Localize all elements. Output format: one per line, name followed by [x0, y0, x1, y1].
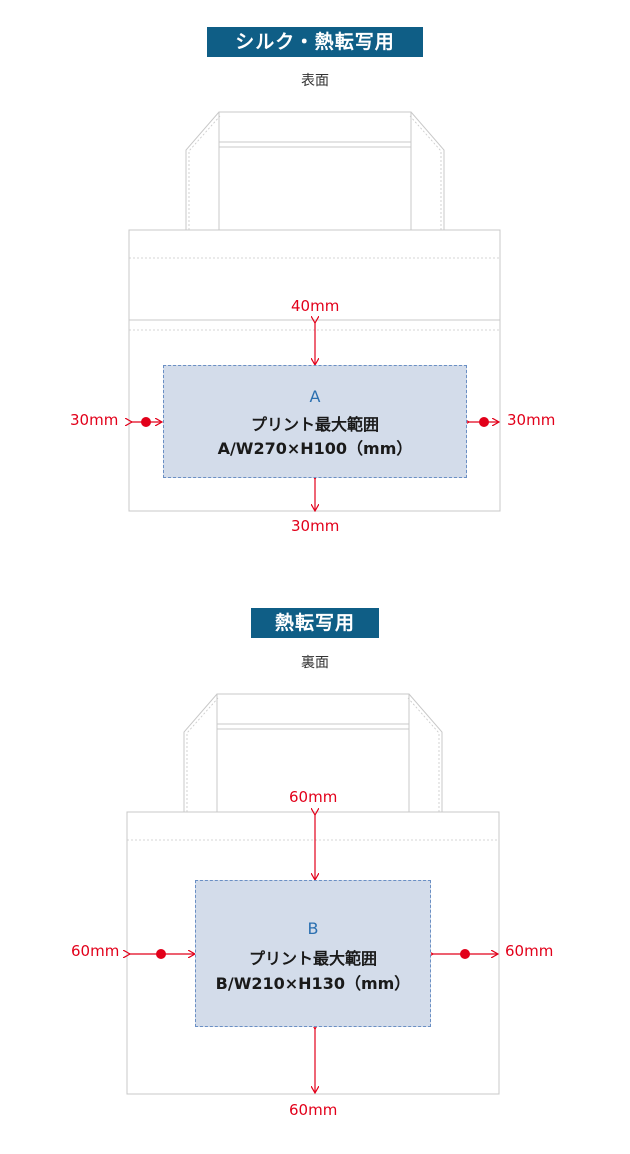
front-area-size: A/W270×H100（mm）	[217, 439, 413, 458]
back-area-size: B/W210×H130（mm）	[215, 974, 411, 993]
front-right-dot	[479, 417, 489, 427]
front-print-area: A プリント最大範囲 A/W270×H100（mm）	[163, 365, 467, 478]
back-left-dot	[156, 949, 166, 959]
front-area-letter: A	[309, 387, 321, 406]
back-badge: 熱転写用	[251, 608, 379, 638]
front-right-margin: 30mm	[507, 411, 556, 429]
back-bag-stitching	[127, 697, 499, 841]
back-left-margin: 60mm	[71, 942, 120, 960]
back-print-area: B プリント最大範囲 B/W210×H130（mm）	[195, 880, 431, 1027]
back-right-margin: 60mm	[505, 942, 554, 960]
back-area-title: プリント最大範囲	[248, 949, 377, 968]
front-area-title: プリント最大範囲	[250, 415, 379, 434]
back-top-margin: 60mm	[289, 788, 338, 806]
front-badge: シルク・熱転写用	[207, 27, 423, 57]
back-side-label: 裏面	[301, 655, 329, 671]
back-bottom-margin: 60mm	[289, 1101, 338, 1119]
front-side-label: 表面	[301, 73, 329, 89]
back-right-dot	[460, 949, 470, 959]
front-top-margin: 40mm	[291, 297, 340, 315]
front-bottom-margin: 30mm	[291, 517, 340, 535]
front-left-dot	[141, 417, 151, 427]
back-area-letter: B	[307, 919, 319, 938]
front-left-margin: 30mm	[70, 411, 119, 429]
